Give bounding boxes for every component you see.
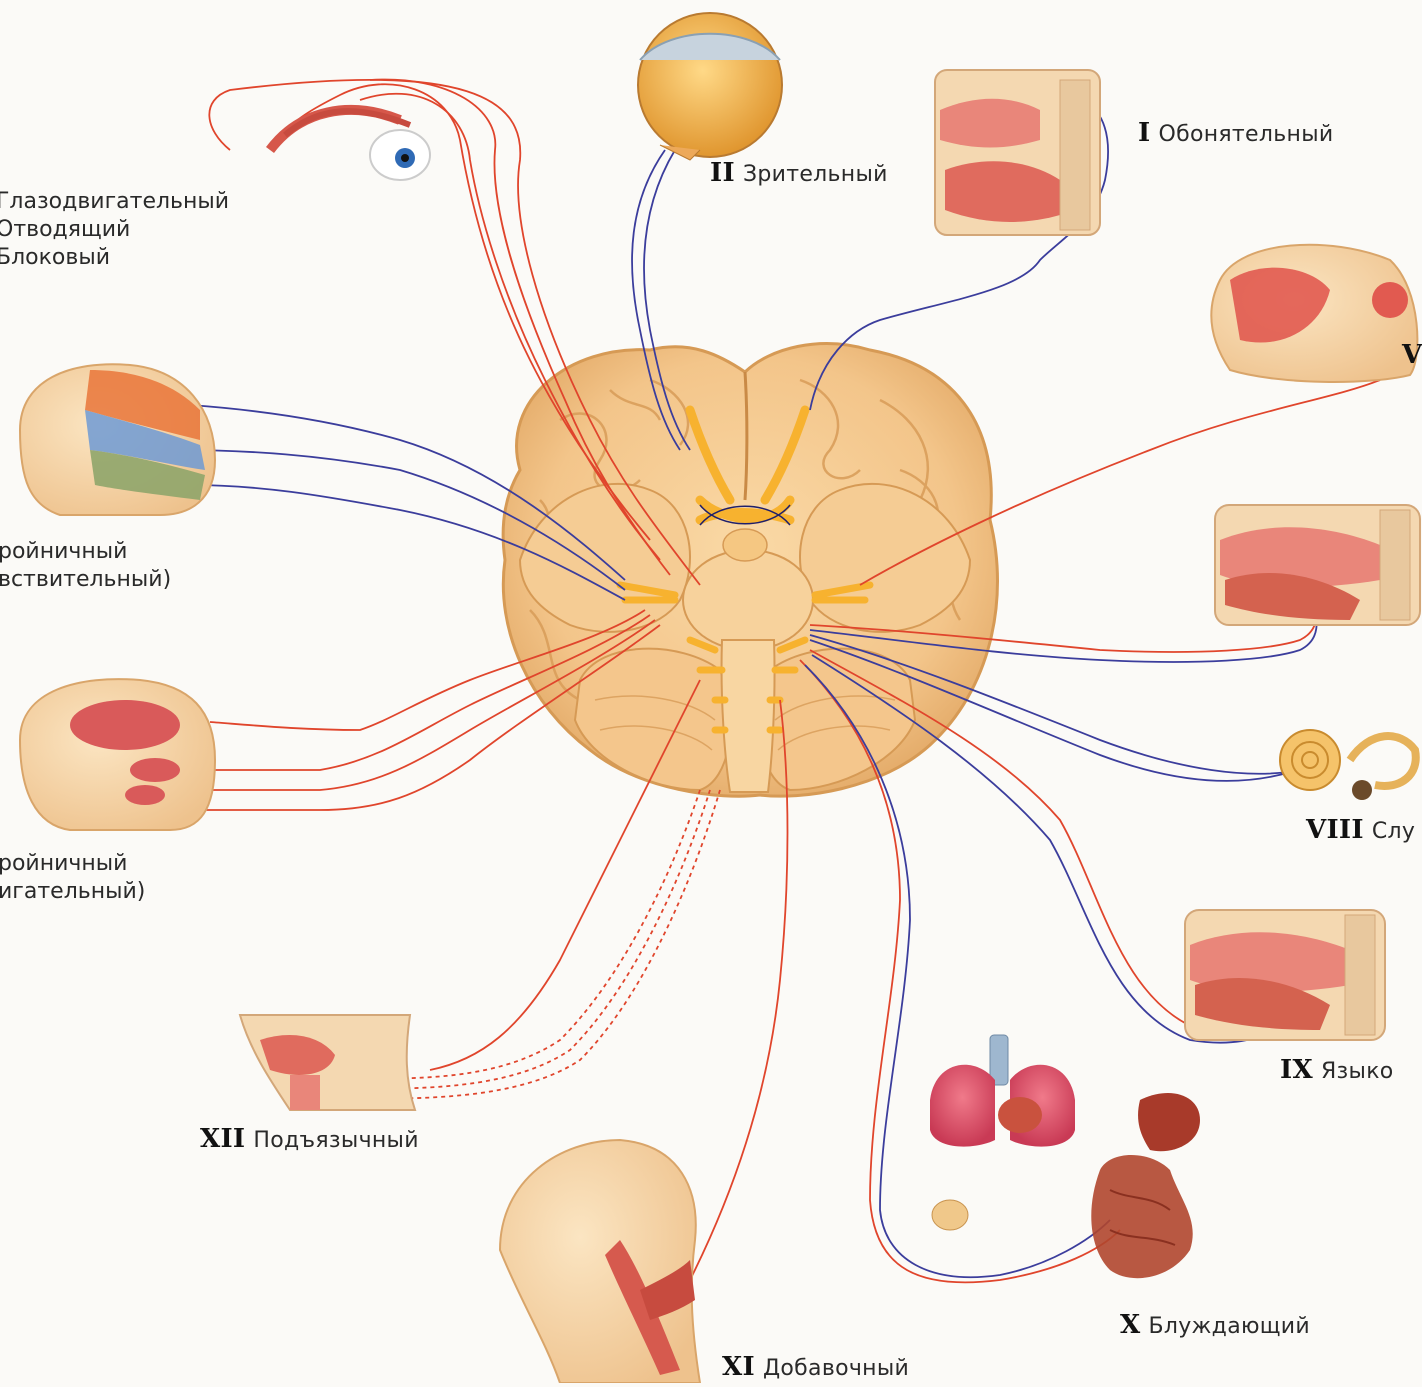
nerve-label-XI: XI Добавочный (722, 1352, 909, 1382)
label-trigeminal-motor-2: игательный) (0, 878, 145, 906)
label-trochlear: Блоковый (0, 244, 229, 272)
eyeball-icon (638, 13, 782, 160)
nerve-number: IX (1280, 1055, 1313, 1085)
label-abducens: Отводящий (0, 216, 229, 244)
nerve-number: XI (722, 1352, 755, 1382)
head-facial-muscles-icon (1211, 245, 1417, 382)
nerve-number: I (1138, 118, 1150, 148)
nerve-number: VIII (1306, 815, 1364, 845)
nerve-name: Обонятельный (1158, 122, 1333, 147)
tongue-neck-icon (240, 1015, 415, 1110)
nasal-cavity-icon (935, 70, 1100, 235)
label-oculomotor: Глазодвигательный (0, 188, 229, 216)
nerve-number: V (1402, 340, 1422, 370)
label-trigeminal-motor-1: ройничный (0, 850, 145, 878)
nerve-name: Добавочный (763, 1356, 909, 1381)
inner-ear-icon (1280, 730, 1416, 800)
nerve-label-X: X Блуждающий (1120, 1310, 1310, 1340)
trigeminal-motor-label: ройничный игательный) (0, 850, 145, 906)
nerve-name: Слу (1372, 819, 1415, 844)
nerve-number: II (710, 158, 735, 188)
pharynx-icon (1185, 910, 1385, 1040)
neck-muscles-icon (500, 1140, 700, 1383)
label-trigeminal-sensory-1: ройничный (0, 538, 171, 566)
nerve-label-II: II Зрительный (710, 158, 888, 188)
eye-muscle-nerves-label: Глазодвигательный Отводящий Блоковый (0, 188, 229, 272)
nerve-label-V: V (1402, 340, 1422, 370)
nerve-name: Языко (1321, 1059, 1394, 1084)
nerve-name: Зрительный (743, 162, 888, 187)
nerve-name: Блуждающий (1148, 1314, 1310, 1339)
nerve-label-IX: IX Языко (1280, 1055, 1394, 1085)
nerve-name: Подъязычный (253, 1128, 418, 1153)
nerve-label-I: I Обонятельный (1138, 118, 1333, 148)
eye-muscles-icon (270, 110, 430, 180)
head-trigeminal-sensory-icon (20, 364, 215, 515)
visceral-organs-icon (930, 1035, 1200, 1278)
label-trigeminal-sensory-2: вствительный) (0, 566, 171, 594)
nerve-label-VIII: VIII Слу (1306, 815, 1415, 845)
nerve-label-XII: XII Подъязычный (200, 1124, 419, 1154)
trigeminal-sensory-label: ройничный вствительный) (0, 538, 171, 594)
nerve-number: X (1120, 1310, 1140, 1340)
mouth-tongue-icon (1215, 505, 1420, 625)
head-masticatory-muscles-icon (20, 679, 215, 830)
nerve-number: XII (200, 1124, 245, 1154)
